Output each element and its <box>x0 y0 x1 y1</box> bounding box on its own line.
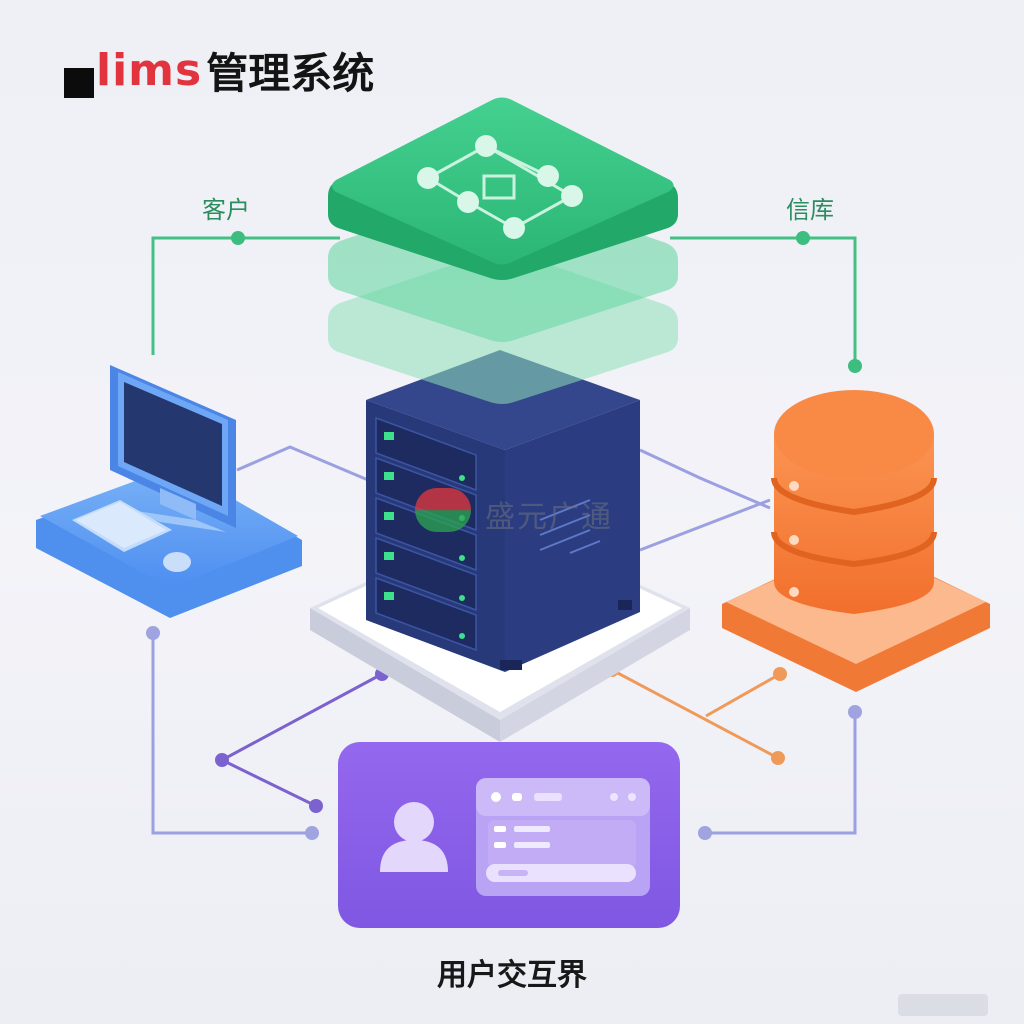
line-dot <box>146 626 160 640</box>
watermark: 盛元广通 <box>415 488 625 538</box>
line-dot <box>848 359 862 373</box>
server-leds <box>384 432 465 639</box>
line-dot <box>305 826 319 840</box>
mouse-icon <box>163 552 191 572</box>
label-database: 信库 <box>786 196 834 224</box>
server-rack-icon <box>366 350 640 672</box>
corner-mark <box>898 994 988 1016</box>
desktop-computer-icon <box>36 365 302 618</box>
line-db-ui <box>705 712 857 835</box>
line-pc-server <box>236 445 369 482</box>
line-db-top <box>670 236 857 365</box>
line-client-top <box>151 236 340 355</box>
database-stack-icon <box>722 390 990 692</box>
square-bullet-icon <box>64 68 94 98</box>
keyboard-icon <box>72 500 172 552</box>
line-dot <box>773 667 787 681</box>
server-vents <box>539 499 601 554</box>
label-user-interface: 用户交互界 <box>437 958 587 993</box>
watermark-logo <box>415 488 471 532</box>
line-dot <box>771 751 785 765</box>
line-server-db-bottom <box>611 668 781 760</box>
user-interface-panel <box>338 742 680 928</box>
page-title: lims 管理系统 <box>64 40 374 100</box>
line-server-db-2 <box>639 498 771 552</box>
title-brand: lims <box>96 44 203 96</box>
line-dot <box>309 799 323 813</box>
title-rest: 管理系统 <box>206 48 375 98</box>
green-layer-stack <box>328 97 678 404</box>
line-dot <box>848 705 862 719</box>
label-client: 客户 <box>202 196 250 224</box>
line-dot <box>796 231 810 245</box>
line-pc-ui <box>151 633 312 835</box>
line-dot <box>215 753 229 767</box>
line-dot <box>698 826 712 840</box>
watermark-text: 盛元广通 <box>485 500 613 535</box>
line-dot <box>231 231 245 245</box>
line-server-db <box>639 448 771 510</box>
user-avatar-icon <box>380 802 448 872</box>
